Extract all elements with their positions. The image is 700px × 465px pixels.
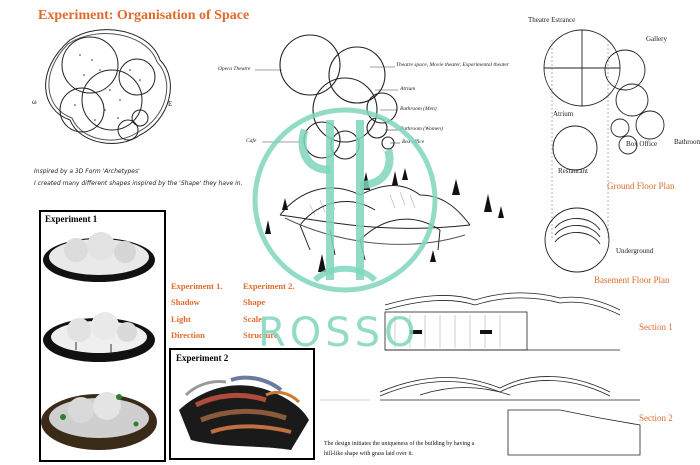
sketch-note-1: Inspired by a 3D Form 'Archetypes' xyxy=(34,168,140,175)
experiment-1-word-1: Shadow xyxy=(171,297,200,307)
experiment-2-heading: Experiment 2. xyxy=(243,281,295,291)
experiment-2-photo xyxy=(179,375,309,450)
sketch-note-2: I created many different shapes inspired… xyxy=(34,180,243,187)
label-cafe: Cafe xyxy=(246,138,257,144)
circles-sketch xyxy=(279,34,398,160)
label-bathroom-men: Bathroom (Men) xyxy=(400,106,437,112)
experiment-1-word-3: Direction xyxy=(171,330,205,340)
model-photo-1 xyxy=(43,232,155,282)
plan-label-underground: Underground xyxy=(616,247,654,255)
ground-floor-plan xyxy=(543,29,665,171)
label-atrium: Atrium xyxy=(400,86,416,92)
experiment-1-panel: Experiment 1 xyxy=(39,210,166,462)
model-photo-3 xyxy=(41,392,157,450)
label-theatre: Opera Theatre xyxy=(218,66,251,72)
experiment-1-word-2: Light xyxy=(171,314,191,324)
blob-dots xyxy=(74,54,141,121)
plan-label-atrium: Atrium xyxy=(553,110,574,118)
blob-sketch xyxy=(45,29,171,144)
section-2-drawing xyxy=(379,376,641,456)
hill-structure xyxy=(279,185,471,261)
sketch-mark-left: ω xyxy=(32,98,37,106)
model-photo-2 xyxy=(43,312,155,362)
section-1-hatch xyxy=(394,315,501,348)
ground-dashed xyxy=(551,40,609,240)
plan-label-gallery: Gallery xyxy=(646,35,667,43)
basement-floor-caption: Basement Floor Plan xyxy=(594,275,670,285)
plan-label-box-office: Box Office xyxy=(626,140,658,148)
experiment-2-word-3: Structure xyxy=(243,330,278,340)
label-theatre-right: Theatre space, Movie theater, Experiment… xyxy=(396,62,509,68)
experiment-1-photos xyxy=(41,232,157,450)
sketch-mark-right: E xyxy=(168,100,173,108)
page-title: Experiment: Organisation of Space xyxy=(38,8,250,23)
leader-lines xyxy=(255,66,400,144)
plan-label-restaurant: Restaurant xyxy=(558,167,588,175)
section-1-caption: Section 1 xyxy=(639,322,673,332)
section-1-mark xyxy=(410,330,422,334)
plan-label-theatre-entrance: Theatre Estrance xyxy=(528,16,576,24)
experiment-2-word-2: Scale xyxy=(243,314,262,324)
section-1-drawing xyxy=(384,292,621,351)
description-line-2: hill-like shape with grass laid over it. xyxy=(324,451,414,457)
plan-label-bathroom: Bathroom xyxy=(674,138,700,146)
experiment-2-panel: Experiment 2 xyxy=(169,348,315,460)
label-office: Box office xyxy=(402,139,425,145)
basement-plan xyxy=(544,207,610,273)
experiment-2-word-1: Shape xyxy=(243,297,266,307)
section-1-mark xyxy=(480,330,492,334)
watermark-text: ROSSO xyxy=(258,310,420,356)
experiment-1-title: Experiment 1 xyxy=(45,214,98,224)
trees xyxy=(265,168,504,272)
section-2-caption: Section 2 xyxy=(639,413,673,423)
ground-floor-caption: Ground Floor Plan xyxy=(607,181,675,191)
hill-hatch xyxy=(309,191,416,216)
description-line-1: The design initiates the uniqueness of t… xyxy=(324,441,475,447)
label-bathroom-women: Bathroom (Women) xyxy=(400,126,443,132)
experiment-1-heading: Experiment 1. xyxy=(171,281,223,291)
experiment-2-title: Experiment 2 xyxy=(176,353,229,363)
